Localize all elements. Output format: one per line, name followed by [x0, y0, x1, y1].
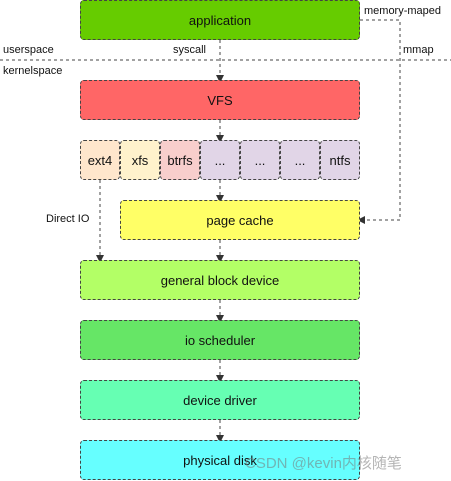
fs-ellipsis-2: ... — [240, 140, 280, 180]
application-box: application — [80, 0, 360, 40]
fs-xfs: xfs — [120, 140, 160, 180]
fs-ellipsis-3: ... — [280, 140, 320, 180]
physical-disk-box: physical disk — [80, 440, 360, 480]
fs-btrfs: btrfs — [160, 140, 200, 180]
mmap-label: mmap — [403, 44, 434, 56]
watermark-text: CSDN @kevin内核随笔 — [245, 455, 402, 472]
kernelspace-label: kernelspace — [3, 65, 63, 77]
memory-maped-label: memory-maped — [364, 5, 442, 17]
fs-ext4: ext4 — [80, 140, 120, 180]
page-cache-box: page cache — [120, 200, 360, 240]
syscall-label: syscall — [173, 44, 207, 56]
vfs-box: VFS — [80, 80, 360, 120]
fs-ntfs: ntfs — [320, 140, 360, 180]
fs-ellipsis-1: ... — [200, 140, 240, 180]
userspace-label: userspace — [3, 44, 54, 56]
direct-io-label: Direct IO — [46, 213, 90, 225]
device-driver-box: device driver — [80, 380, 360, 420]
general-block-device-box: general block device — [80, 260, 360, 300]
io-scheduler-box: io scheduler — [80, 320, 360, 360]
arrow-mmap — [357, 19, 401, 224]
